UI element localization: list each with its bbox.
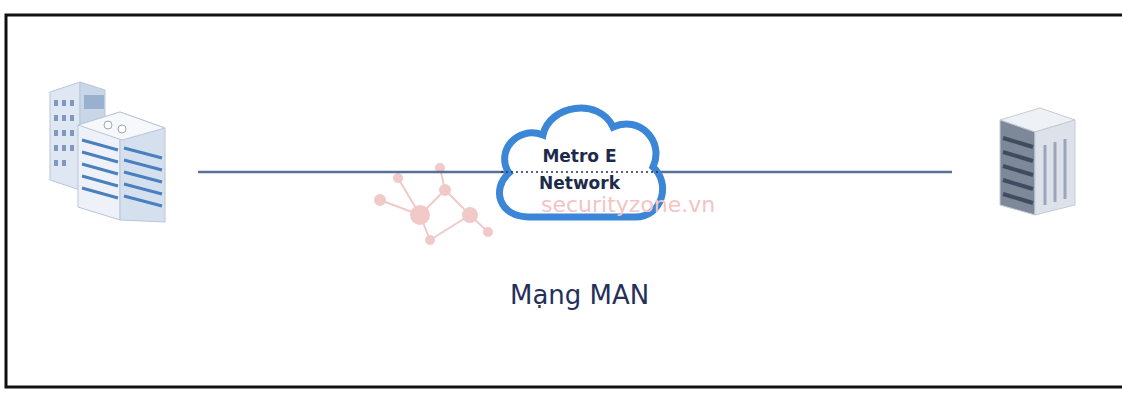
cloud-label: Metro E Network bbox=[530, 143, 630, 197]
watermark: securityzone.vn bbox=[541, 192, 715, 218]
building-right bbox=[1000, 108, 1075, 215]
link-line bbox=[198, 171, 515, 174]
link-line bbox=[650, 171, 952, 174]
caption-label: Mạng MAN bbox=[510, 280, 649, 311]
watermark-network bbox=[375, 164, 492, 244]
frame bbox=[6, 15, 1122, 387]
building-left bbox=[50, 82, 165, 222]
